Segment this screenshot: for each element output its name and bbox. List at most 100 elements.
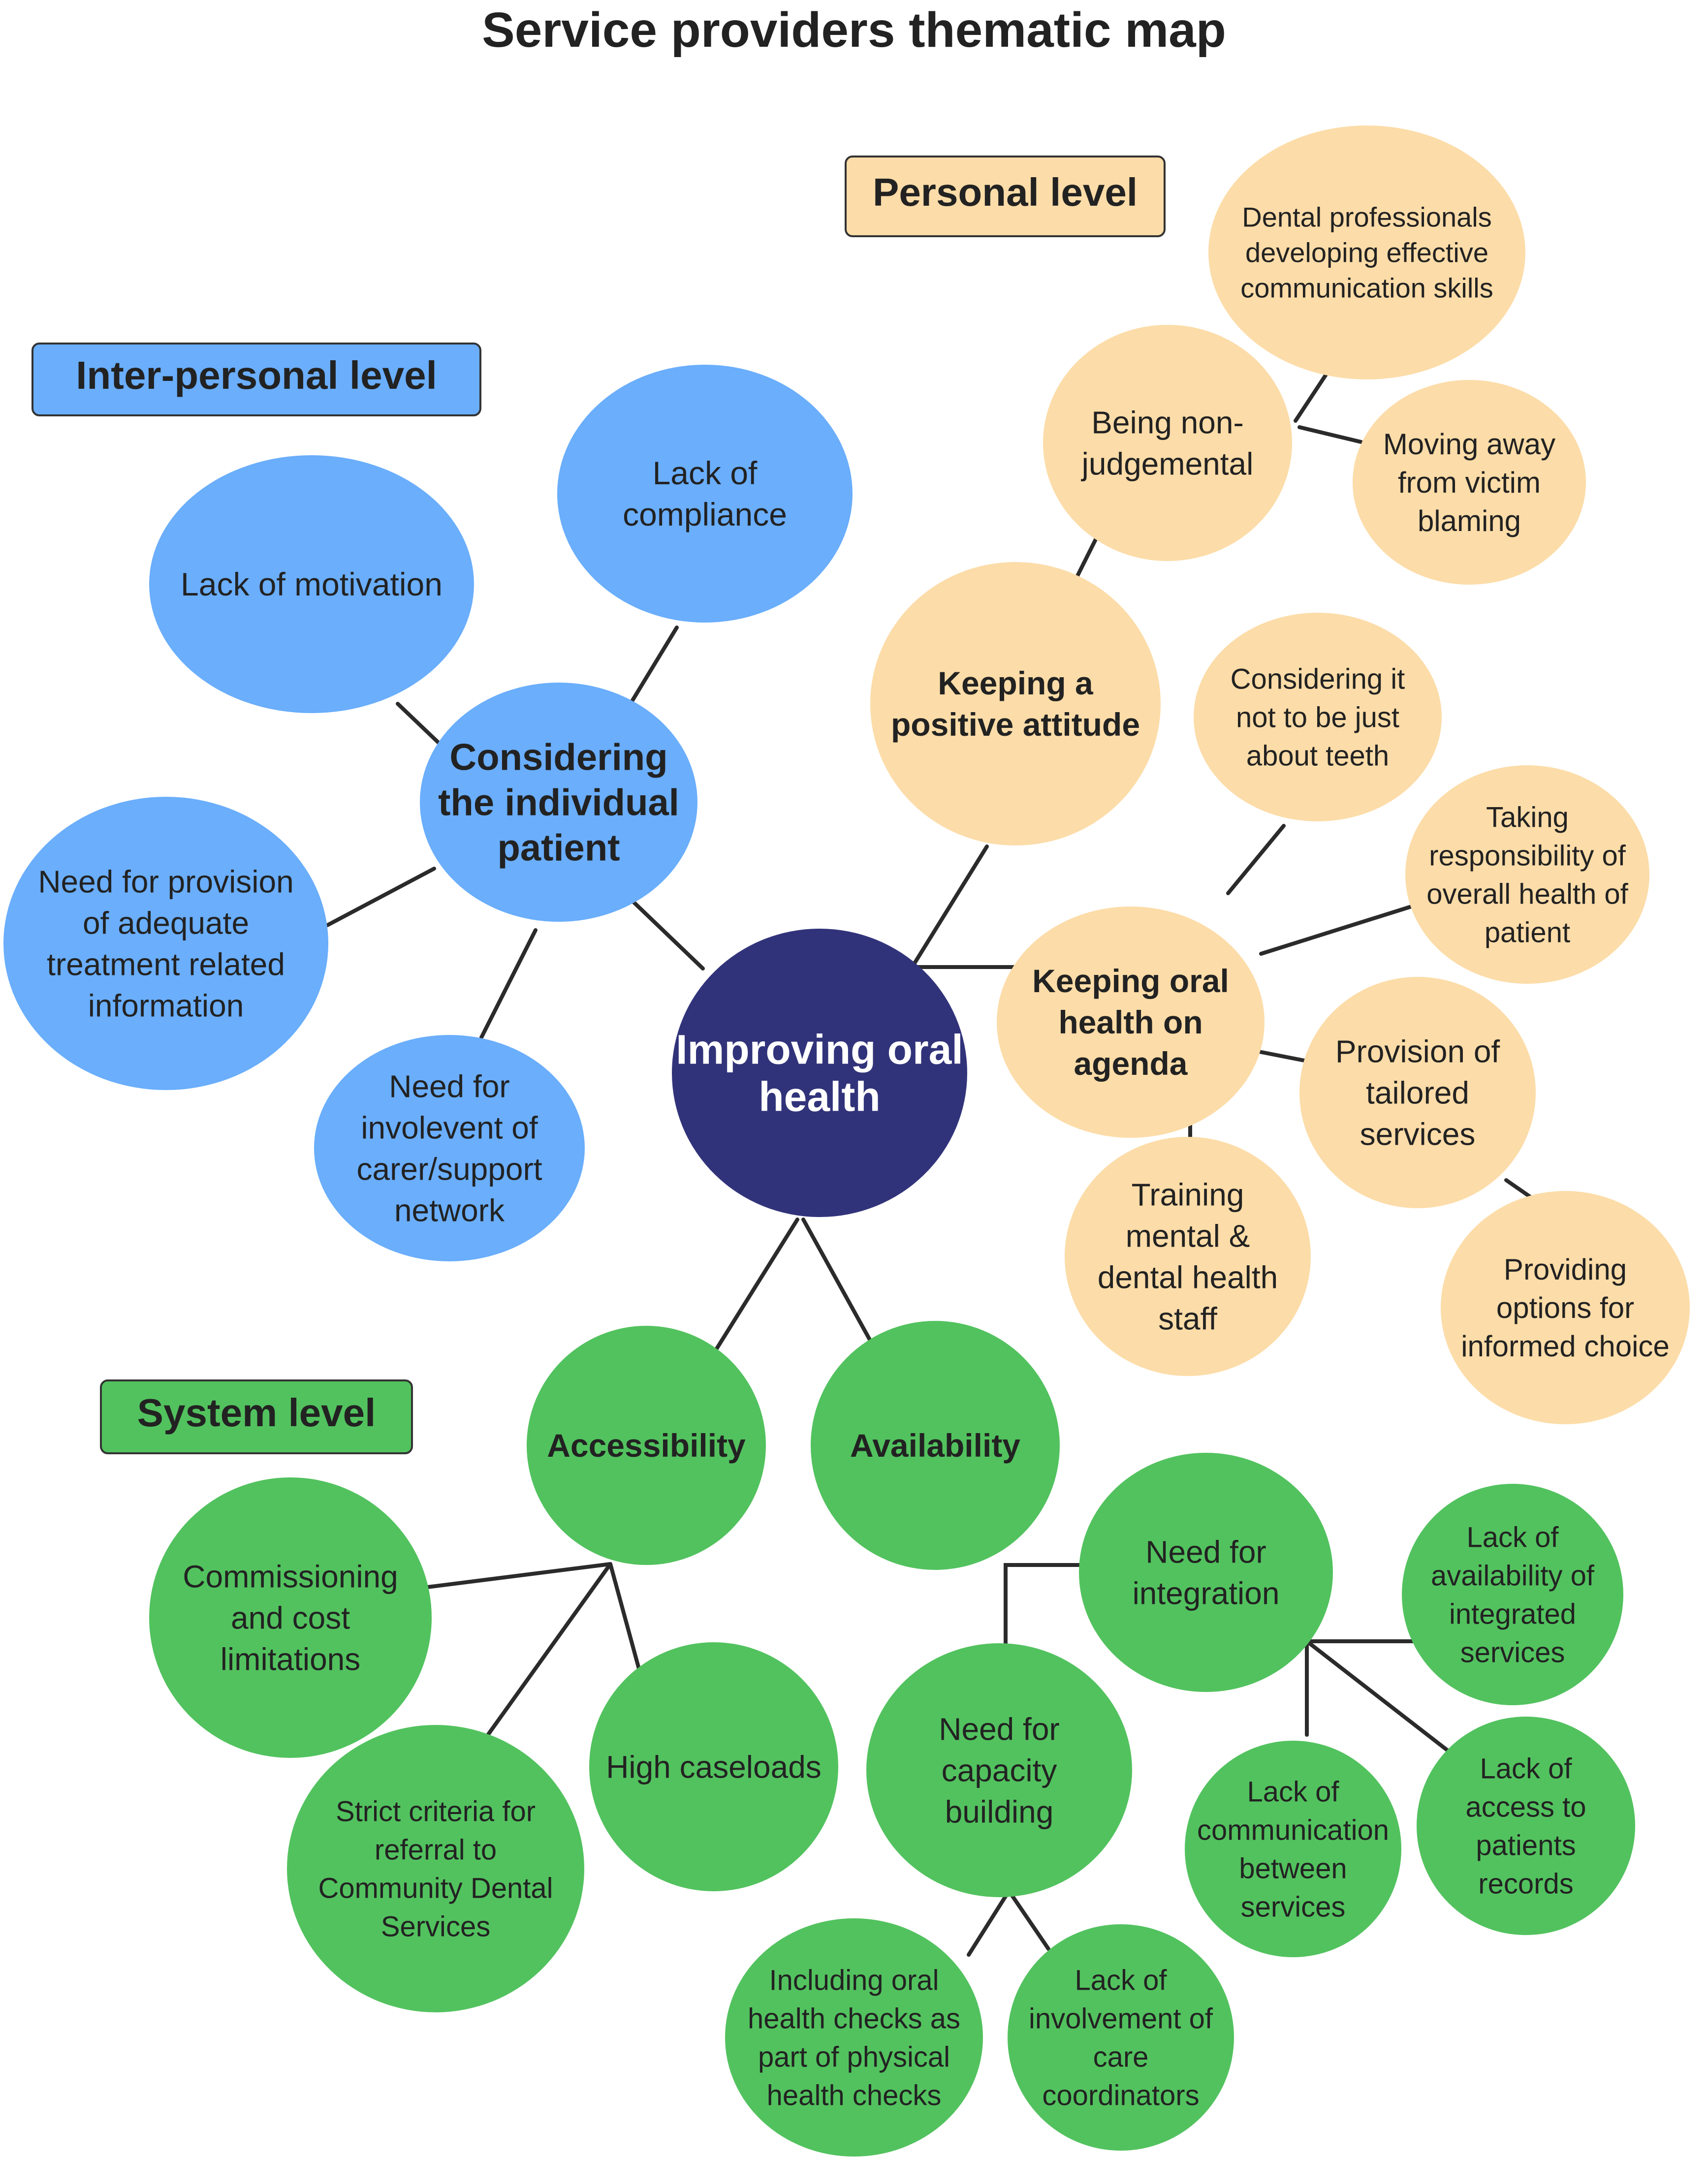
need-involvement-carer-node-label-line: carer/support xyxy=(356,1151,542,1187)
lack-communication-node-label-line: Lack of xyxy=(1247,1776,1340,1808)
keeping-positive-attitude-node-label-line: positive attitude xyxy=(891,706,1140,743)
taking-responsibility-node-label-line: patient xyxy=(1485,916,1570,948)
lack-of-compliance-node-shape xyxy=(557,365,853,623)
being-non-judgemental-node-shape xyxy=(1043,325,1292,561)
need-provision-information-node-label-line: Need for provision xyxy=(38,864,293,899)
keeping-oral-health-agenda-node-shape xyxy=(997,907,1265,1138)
edge-hub-info xyxy=(325,867,436,927)
need-integration-node-label-line: Need for xyxy=(1145,1534,1266,1569)
level-label-inter-personal-box xyxy=(32,343,481,416)
availability-node: Availability xyxy=(811,1321,1060,1570)
training-staff-node-shape xyxy=(1065,1137,1311,1376)
provision-tailored-services-node-label-line: tailored xyxy=(1366,1075,1469,1110)
oral-health-checks-node-label-line: health checks xyxy=(767,2079,942,2111)
training-staff-node-label-line: dental health xyxy=(1098,1259,1278,1295)
edge-nonjudge-victim xyxy=(1297,425,1363,444)
informed-choice-node-label-line: informed choice xyxy=(1461,1330,1670,1363)
level-label-system: System level xyxy=(100,1379,413,1454)
strict-criteria-node-label-line: Community Dental xyxy=(318,1872,553,1904)
keeping-positive-attitude-node-label-line: Keeping a xyxy=(938,665,1094,701)
need-integration-node-shape xyxy=(1079,1453,1333,1692)
lack-access-records-node-shape xyxy=(1417,1717,1635,1935)
care-coordinators-node-label-line: coordinators xyxy=(1042,2079,1199,2111)
lack-availability-integrated-node-label-line: services xyxy=(1460,1636,1565,1668)
center-node-label-line: Improving oral xyxy=(676,1026,963,1072)
capacity-building-node-label-line: Need for xyxy=(939,1711,1059,1747)
commissioning-node-label-line: and cost xyxy=(231,1600,350,1635)
lack-communication-node-shape xyxy=(1185,1741,1401,1957)
level-label-inter-personal-text: Inter-personal level xyxy=(76,353,437,397)
lack-access-records-node-label-line: access to xyxy=(1466,1791,1586,1823)
care-coordinators-node-label-line: care xyxy=(1093,2041,1149,2073)
level-label-system-box xyxy=(100,1379,413,1454)
edge-nonjudge-comm xyxy=(1294,370,1330,423)
edge-center-availability xyxy=(801,1218,877,1351)
care-coordinators-node-shape xyxy=(1008,1924,1234,2151)
provision-tailored-services-node-label-line: Provision of xyxy=(1335,1033,1500,1069)
oral-health-checks-node-label-line: health checks as xyxy=(748,2003,960,2034)
keeping-oral-health-agenda-node-label-line: agenda xyxy=(1074,1045,1188,1082)
center-node-label-line: health xyxy=(759,1073,880,1120)
informed-choice-node-label-line: options for xyxy=(1496,1291,1634,1324)
being-non-judgemental-node-label-line: Being non- xyxy=(1091,405,1244,440)
taking-responsibility-node-shape xyxy=(1405,765,1649,984)
strict-criteria-node-label-line: Strict criteria for xyxy=(336,1795,536,1827)
moving-away-victim-blaming-node-label-line: blaming xyxy=(1418,504,1521,537)
considering-individual-patient-node-label-line: the individual xyxy=(438,782,679,824)
need-integration-node-label-line: integration xyxy=(1133,1575,1280,1611)
level-label-personal-box xyxy=(845,156,1166,237)
considering-individual-patient-node-shape xyxy=(420,683,697,922)
lack-of-motivation-node-label-line: Lack of motivation xyxy=(181,566,443,602)
edge-center-accessibility xyxy=(714,1218,799,1351)
need-involvement-carer-node-label-line: Need for xyxy=(389,1068,509,1104)
keeping-positive-attitude-node: Keeping a positive attitude xyxy=(870,562,1161,845)
not-just-teeth-node-label-line: about teeth xyxy=(1246,740,1389,772)
lack-access-records-node-label-line: Lack of xyxy=(1480,1752,1573,1784)
considering-individual-patient-node-label-line: patient xyxy=(497,827,620,869)
edge-capacity-coordinators xyxy=(1010,1893,1050,1951)
edge-hub-motivation xyxy=(396,702,443,747)
diagram-title: Service providers thematic map xyxy=(482,2,1226,58)
need-integration-node: Need for integration xyxy=(1079,1453,1333,1692)
level-label-inter-personal: Inter-personal level xyxy=(32,343,481,416)
being-non-judgemental-node-label-line: judgemental xyxy=(1081,446,1254,481)
training-staff-node-label-line: Training xyxy=(1132,1177,1244,1212)
oral-health-checks-node-label-line: Including oral xyxy=(769,1964,939,1996)
availability-node-shape xyxy=(811,1321,1060,1570)
lack-communication-node-label-line: services xyxy=(1241,1891,1346,1923)
edge-hub-center xyxy=(629,898,705,970)
moving-away-victim-blaming-node-label-line: from victim xyxy=(1398,466,1541,499)
dental-communication-skills-node-label-line: communication skills xyxy=(1240,273,1493,304)
capacity-building-node-shape xyxy=(866,1643,1132,1897)
taking-responsibility-node-label-line: Taking xyxy=(1486,801,1569,833)
moving-away-victim-blaming-node-shape xyxy=(1353,380,1586,585)
lack-availability-integrated-node-label-line: Lack of xyxy=(1467,1521,1559,1553)
capacity-building-node-label-line: capacity xyxy=(942,1752,1057,1788)
lack-of-compliance-node-label-line: Lack of xyxy=(653,455,758,491)
provision-tailored-services-node-label-line: services xyxy=(1360,1116,1476,1152)
high-caseloads-node-label-line: High caseloads xyxy=(606,1749,822,1784)
edge-hub-compliance xyxy=(629,626,679,705)
keeping-oral-health-agenda-node-label-line: Keeping oral xyxy=(1032,963,1229,999)
lack-of-motivation-node-shape xyxy=(149,455,474,713)
lack-access-records-node-label-line: records xyxy=(1478,1868,1573,1900)
edge-agenda-teeth xyxy=(1226,824,1286,895)
commissioning-node-shape xyxy=(149,1477,432,1758)
edge-agenda-tailored xyxy=(1252,1049,1306,1063)
taking-responsibility-node-label-line: overall health of xyxy=(1426,878,1628,910)
informed-choice-node-shape xyxy=(1441,1191,1690,1424)
accessibility-node-shape xyxy=(527,1326,766,1565)
oral-health-checks-node-label-line: part of physical xyxy=(758,2041,950,2073)
